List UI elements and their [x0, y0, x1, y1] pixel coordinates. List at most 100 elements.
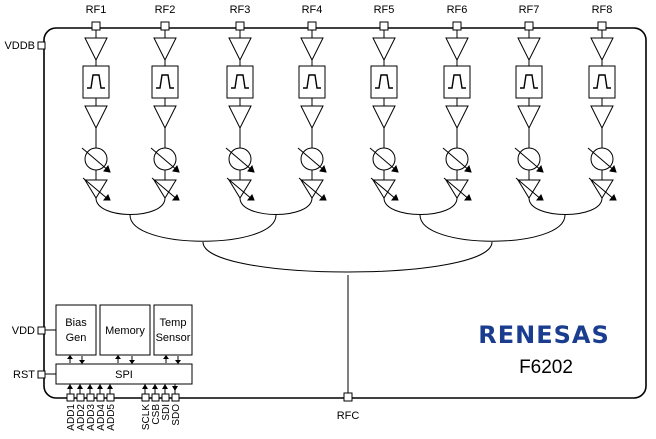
bias-gen-block	[55, 304, 97, 356]
spi-label: SPI	[115, 369, 133, 381]
filter-block	[370, 65, 398, 99]
filter-block	[588, 65, 616, 99]
channel-3	[225, 21, 255, 201]
arrow-up	[67, 355, 73, 359]
filter-symbol	[593, 74, 611, 89]
rf-pin	[235, 21, 245, 31]
variable-arrow	[226, 177, 254, 201]
driver-amplifier	[590, 105, 614, 130]
arrow-head	[172, 164, 180, 173]
memory-label: Memory	[105, 325, 145, 337]
arrow-head	[390, 194, 399, 201]
pin-label: ADD3	[86, 404, 97, 431]
arrow-up	[97, 384, 103, 389]
temp-sensor-label-line1: Temp	[160, 317, 187, 329]
rf-port-label: RF1	[86, 4, 107, 16]
lna-amplifier	[300, 37, 324, 62]
block-spi-arrows	[67, 355, 181, 364]
arrow-head	[247, 164, 255, 173]
rf-port-label: RF2	[155, 4, 176, 16]
arrow-up	[163, 355, 169, 359]
driver-amplifier	[300, 105, 324, 130]
driver-amplifier	[84, 105, 108, 130]
channel-4	[297, 21, 327, 201]
rf-pin	[160, 21, 170, 31]
rst-pin	[37, 370, 46, 379]
variable-arrow	[443, 177, 471, 201]
channel-6	[442, 21, 472, 201]
channel-7	[514, 21, 544, 201]
pin-pad	[96, 393, 105, 402]
memory-block	[99, 304, 151, 356]
arrow-head	[102, 194, 111, 201]
variable-arrow	[151, 177, 179, 201]
filter-block	[443, 65, 471, 99]
pin-pad	[66, 393, 75, 402]
arrow-up	[152, 384, 158, 389]
variable-arrow	[588, 177, 616, 201]
arrow-down	[79, 360, 85, 364]
arrow-up	[107, 384, 113, 389]
filter-symbol	[303, 74, 321, 89]
lna-amplifier	[590, 37, 614, 62]
variable-arrow	[82, 177, 110, 201]
arrow-head	[609, 164, 617, 173]
arrow-up	[162, 384, 168, 389]
rf-port-label: RF6	[447, 4, 468, 16]
renesas-logo: RENESAS	[478, 321, 610, 349]
arrow-head	[319, 164, 327, 173]
driver-amplifier	[517, 105, 541, 130]
variable-arrow	[225, 147, 254, 172]
arrow-head	[463, 194, 472, 201]
variable-arrow	[442, 147, 471, 172]
spi-block	[55, 363, 193, 385]
filter-block	[82, 65, 110, 99]
variable-arrow	[587, 147, 616, 172]
filter-symbol	[375, 74, 393, 89]
pin-label: CSB	[151, 404, 162, 425]
bias-gen-label-line1: Bias	[65, 317, 87, 329]
filter-block	[226, 65, 254, 99]
combiner-tree	[95, 197, 603, 393]
variable-arrow	[298, 177, 326, 201]
vdd-pin	[37, 326, 46, 335]
rf-port-label: RF4	[302, 4, 323, 16]
arrow-up	[115, 355, 121, 359]
rf-pin	[307, 21, 317, 31]
filter-symbol	[448, 74, 466, 89]
lna-amplifier	[445, 37, 469, 62]
arrow-head	[391, 164, 399, 173]
arrow-down	[172, 386, 178, 391]
arrow-head	[246, 194, 255, 201]
temp-sensor-block	[153, 304, 193, 356]
arrow-head	[536, 164, 544, 173]
rf-pin	[597, 21, 607, 31]
arrow-up	[87, 384, 93, 389]
arrow-head	[535, 194, 544, 201]
rf-pin	[452, 21, 462, 31]
filter-block	[151, 65, 179, 99]
rf-pin	[91, 21, 101, 31]
filter-symbol	[231, 74, 249, 89]
vddb-label: VDDB	[4, 40, 35, 52]
filter-block	[298, 65, 326, 99]
rf-port-label: RF8	[592, 4, 613, 16]
arrow-head	[464, 164, 472, 173]
rf-port-label: RF7	[519, 4, 540, 16]
variable-arrow	[514, 147, 543, 172]
arrow-up	[77, 384, 83, 389]
arrow-up	[67, 384, 73, 389]
lna-amplifier	[372, 37, 396, 62]
pin-pad	[141, 393, 150, 402]
rfc-label: RFC	[337, 410, 360, 422]
arrow-head	[171, 194, 180, 201]
pin-pad	[171, 393, 180, 402]
variable-arrow	[297, 147, 326, 172]
lna-amplifier	[84, 37, 108, 62]
arrow-head	[103, 164, 111, 173]
rf-port-label: RF5	[374, 4, 395, 16]
variable-arrow	[369, 147, 398, 172]
